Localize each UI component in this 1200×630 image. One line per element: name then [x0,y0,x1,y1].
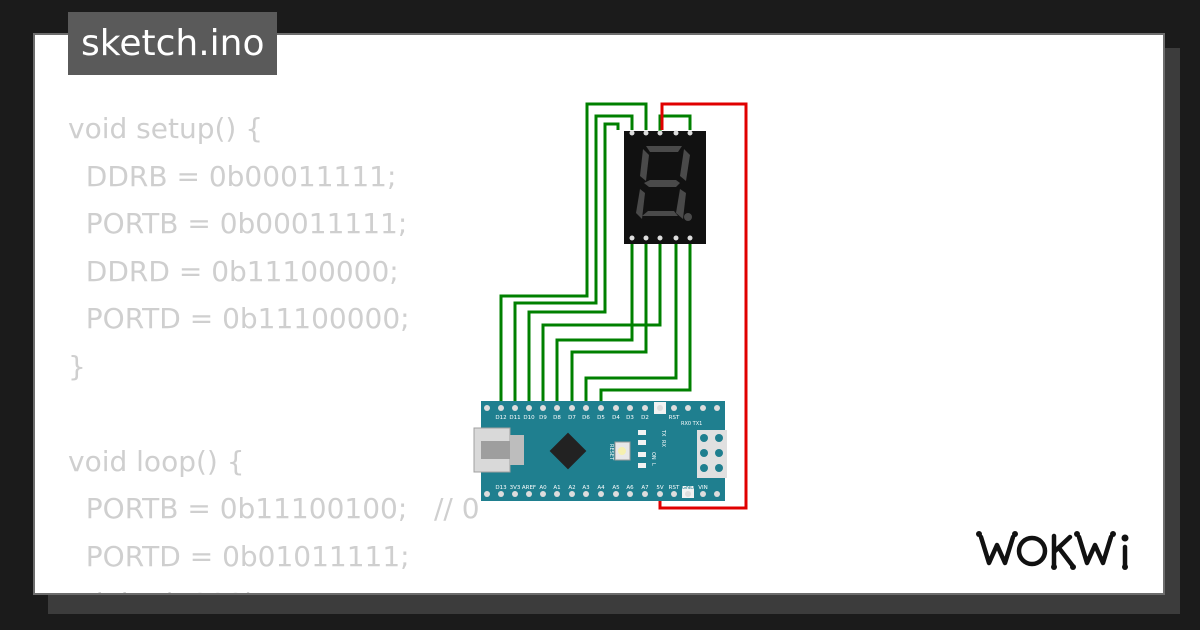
pin-label: D3 [626,415,634,421]
code-line: PORTD = 0b01011111; [68,539,410,573]
serial-label: RX0 TX1 [681,421,702,427]
pin-label: A7 [641,485,649,491]
code-line: DDRD = 0b11100000; [68,254,399,288]
pin-label: D13 [495,485,507,491]
preview-card: void setup() { DDRB = 0b00011111; PORTB … [33,33,1165,595]
pin-label: A5 [612,485,620,491]
pin-label: VIN [698,485,708,491]
wire [555,238,634,403]
reset-button[interactable] [614,441,631,461]
code-line: void setup() { [68,112,264,145]
pin-label: 5V [656,485,663,491]
code-line: PORTD = 0b11100000; [68,302,410,335]
code-line: } [68,349,86,383]
led-label: RX [660,440,666,447]
pin-label: D11 [509,415,520,421]
microcontroller-chip [549,432,587,470]
led-label: TX [660,429,666,437]
reset-label: RESET [608,444,614,461]
power-wire [658,102,748,510]
pin-label: D8 [553,415,561,421]
code-line: delay(1000); [68,580,480,593]
pin-label: A1 [553,485,560,491]
pin-label: A3 [582,485,590,491]
wokwi-logo [976,531,1129,570]
pin-label: GND [654,415,667,421]
pin-label: A6 [626,485,634,491]
wire [599,238,692,403]
seven-segment-display [624,130,706,244]
pin-label: RST [669,415,680,421]
code-line: PORTB = 0b11100100; // 0 [68,492,480,525]
code-view: void setup() { DDRB = 0b00011111; PORTB … [68,105,480,593]
pin-label: A0 [539,485,547,491]
arduino-nano-board: RESET TX RX ON L RX0 TX1 [473,401,727,501]
pin-label: A4 [597,485,605,491]
pin-label: A2 [568,485,575,491]
pin-label: GND [682,485,695,491]
pin-label: D7 [568,415,576,421]
pin-label: D10 [523,415,535,421]
wire [499,102,648,403]
pin-label: D5 [597,415,605,421]
pin-label: 3V3 [510,485,521,491]
wire [513,114,634,403]
wire [527,122,620,403]
code-line: DDRB = 0b00011111; [68,159,397,193]
code-line: void loop() { [68,444,245,478]
usb-connector-icon [473,427,524,473]
led-label: L [650,463,656,466]
pin-label: D6 [582,415,590,421]
pin-label: D9 [539,415,547,421]
filename-tag: sketch.ino [68,12,278,75]
led-label: ON [650,452,656,460]
pin-label: AREF [522,485,536,491]
pin-label: D4 [612,415,620,421]
pin-label: RST [669,485,680,491]
pin-label: D2 [641,415,649,421]
pin-label: D12 [495,415,506,421]
icsp-header [697,430,727,478]
wire [570,238,648,403]
code-line: PORTB = 0b00011111; [68,207,408,240]
wire [584,238,678,403]
